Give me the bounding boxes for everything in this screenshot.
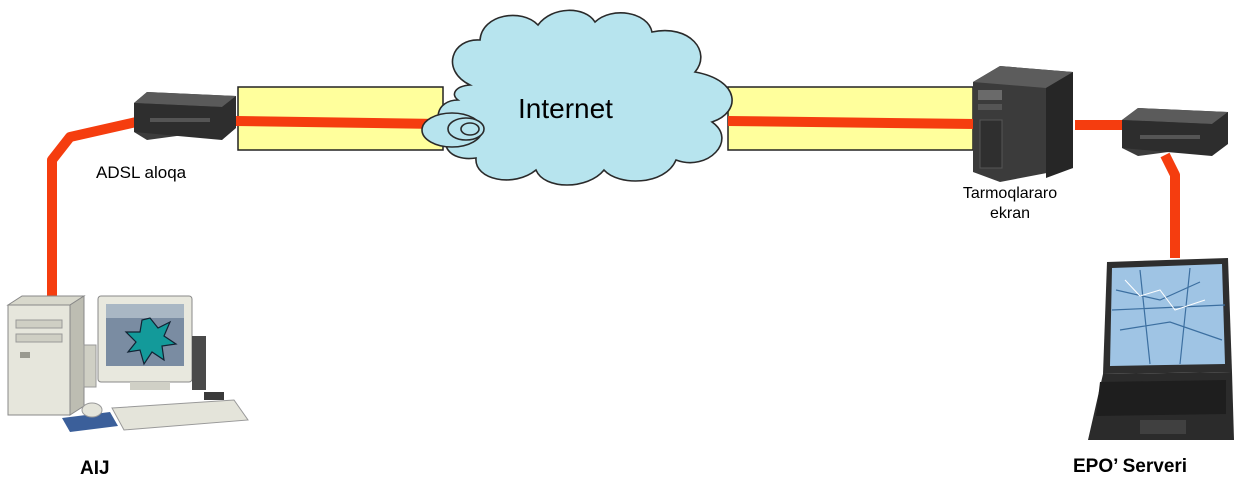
modem-icon-left (134, 92, 236, 140)
internet-cloud (421, 9, 733, 186)
firewall-server-icon (973, 66, 1073, 182)
link-workstation-to-modem (47, 115, 147, 305)
link-modem-to-internet (235, 116, 441, 129)
adsl-label: ADSL aloqa (96, 163, 187, 182)
firewall-label-line2: ekran (989, 205, 1031, 222)
link-internet-to-firewall (727, 116, 976, 129)
firewall-label: Tarmoqlararo ekran (950, 184, 1070, 224)
link-modem-to-server (1160, 152, 1180, 258)
workstation-label: AIJ (80, 458, 110, 479)
server-laptop-icon (1088, 258, 1234, 440)
workstation-pc-icon (6, 295, 249, 432)
modem-icon-right (1122, 108, 1228, 156)
server-label: EPO’ Serveri (1073, 456, 1188, 477)
firewall-label-line1: Tarmoqlararo (962, 185, 1058, 202)
internet-label: Internet (518, 93, 613, 124)
